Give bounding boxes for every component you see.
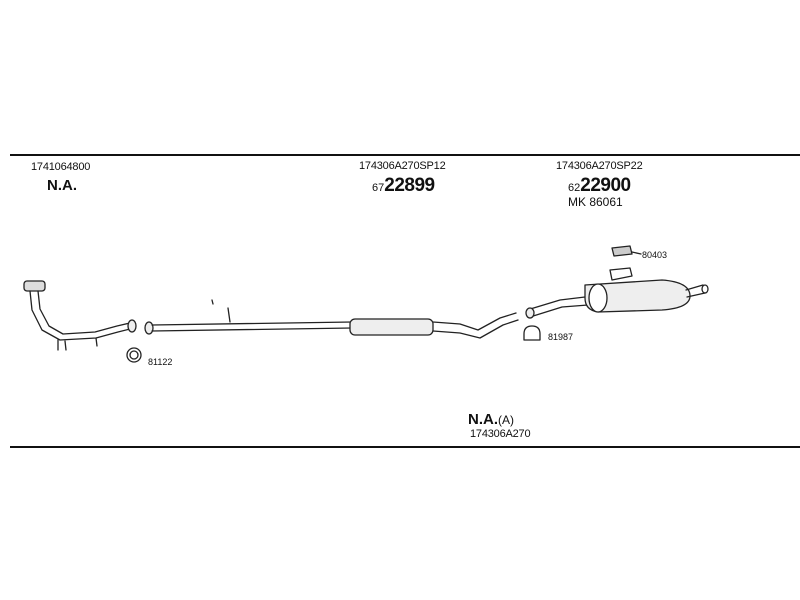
front-ring [126, 347, 142, 363]
middle-pipe-hanger [211, 299, 231, 323]
middle-pipe-lower [151, 327, 353, 332]
rear-bracket-callout: 80403 [642, 250, 668, 260]
downpipe-hangers [57, 337, 98, 351]
middle-pipe-flange [144, 321, 154, 335]
rear-tailpipe [685, 284, 706, 298]
rear-silencer-body [584, 279, 691, 313]
front-downpipe [23, 280, 137, 351]
rear-silencer-part-number: 174306A270SP22 [556, 160, 643, 172]
front-ring-callout: 81122 [148, 357, 173, 367]
rear-silencer-reference: 6222900 [568, 175, 631, 197]
rear-bracket [611, 245, 633, 257]
rear-mounting-kit: MK 86061 [568, 195, 623, 209]
complete-system-part-number: 174306A270 [470, 428, 531, 440]
middle-silencer-part-number: 174306A270SP12 [359, 160, 446, 172]
downpipe-pipe-lower [37, 290, 131, 335]
front-pipe-reference: N.A. [47, 177, 77, 194]
middle-pipe-upper [151, 321, 353, 326]
middle-silencer-reference: 6722899 [372, 175, 435, 197]
downpipe-flange [23, 280, 46, 292]
middle-ref-main: 22899 [384, 175, 435, 196]
rear-tailpipe-tip [701, 284, 709, 294]
rear-hanger [609, 267, 633, 281]
mid-clamp-callout: 81987 [548, 332, 574, 342]
front-ring-inner [129, 350, 139, 360]
middle-silencer-body [349, 318, 434, 336]
complete-system-ref-suffix: (A) [498, 413, 514, 427]
downpipe-end-flange [127, 319, 137, 333]
rear-silencer-assembly [525, 245, 709, 319]
rear-bracket-leader [631, 251, 642, 255]
top-divider-line [10, 154, 800, 156]
middle-outlet-lower [432, 319, 519, 339]
rear-inlet-upper [526, 296, 586, 311]
bottom-divider-line [10, 446, 800, 448]
middle-pipe-assembly [144, 299, 519, 339]
mid-clamp [523, 325, 541, 341]
complete-system-ref-main: N.A. [468, 411, 498, 428]
complete-system-reference: N.A.(A) [468, 411, 514, 429]
rear-ref-main: 22900 [580, 175, 631, 196]
front-pipe-part-number: 1741064800 [31, 161, 91, 173]
middle-outlet-upper [432, 312, 517, 331]
rear-inlet-lower [529, 304, 589, 318]
rear-silencer-end-cap [588, 283, 608, 313]
rear-inlet-flange [525, 307, 535, 319]
downpipe-pipe-upper [29, 290, 131, 341]
rear-ref-prefix: 62 [568, 182, 581, 194]
middle-ref-prefix: 67 [372, 182, 385, 194]
